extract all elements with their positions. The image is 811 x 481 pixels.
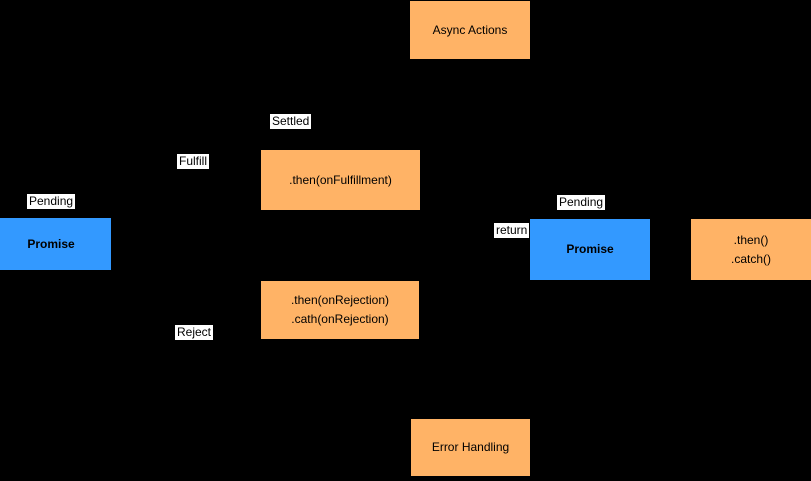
return-edge-label: return <box>494 223 530 238</box>
promise-right-node: Promise <box>530 219 650 280</box>
then-onfulfillment-label: .then(onFulfillment) <box>289 172 392 187</box>
then-onrejection-line1: .then(onRejection) <box>290 293 390 307</box>
error-handling-label: Error Handling <box>431 440 510 454</box>
then-catch-node: .then() .catch() <box>691 219 811 280</box>
then-onrejection-node: .then(onRejection) .cath(onRejection) <box>261 281 419 339</box>
async-actions-label: Async Actions <box>432 22 508 37</box>
error-handling-node: Error Handling <box>411 419 530 476</box>
then-onrejection-line2: .cath(onRejection) <box>291 312 389 326</box>
async-actions-node: Async Actions <box>410 1 530 59</box>
then-catch-line1: .then() <box>733 232 769 247</box>
settled-edge-label: Settled <box>270 114 312 129</box>
fulfill-edge-label: Fulfill <box>177 154 210 169</box>
promise-left-label: Promise <box>27 236 75 251</box>
pending-right-edge-label: Pending <box>557 195 606 210</box>
promise-right-label: Promise <box>566 242 614 256</box>
promise-left-node: Promise <box>0 218 111 270</box>
then-onfulfillment-node: .then(onFulfillment) <box>261 150 420 210</box>
reject-edge-label: Reject <box>175 325 214 340</box>
then-catch-line2: .catch() <box>730 251 771 266</box>
pending-left-edge-label: Pending <box>27 194 76 209</box>
